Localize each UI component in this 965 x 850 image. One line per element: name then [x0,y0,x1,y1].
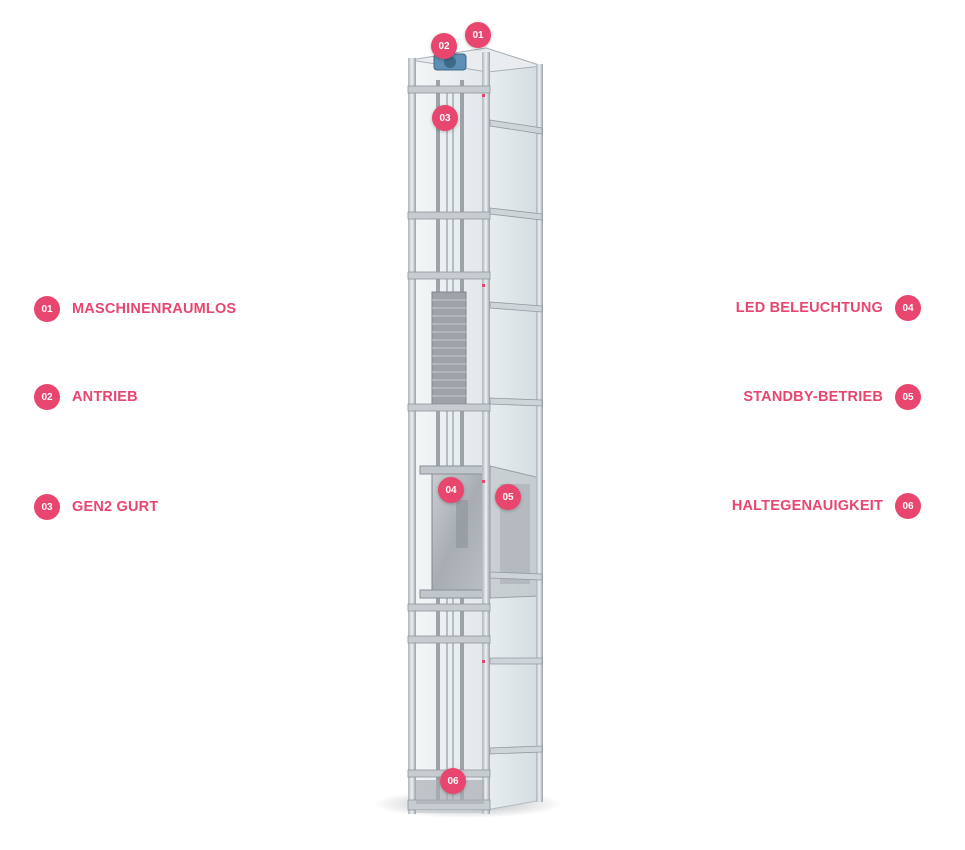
feature-badge: 01 [34,296,60,322]
floor-indicators [482,94,485,663]
feature-label: GEN2 GURT [72,499,159,515]
drive-sheave [444,56,456,68]
frame-post-front-right [482,52,490,814]
feature-item-gen2-gurt[interactable]: 03 GEN2 GURT [34,494,158,520]
hotspot-05[interactable]: 05 [495,484,521,510]
hotspot-06[interactable]: 06 [440,768,466,794]
feature-item-haltegenauigkeit[interactable]: 06 HALTEGENAUIGKEIT [732,493,921,519]
feature-badge: 04 [895,295,921,321]
guide-rail-left [436,80,440,800]
cab-control-panel [456,500,468,548]
shaft-side-panel [485,47,543,811]
feature-label: STANDBY-BETRIEB [743,389,883,405]
feature-badge: 06 [895,493,921,519]
counterweight-plates [432,299,466,397]
feature-badge: 02 [34,384,60,410]
feature-item-led-beleuchtung[interactable]: 04 LED BELEUCHTUNG [736,295,921,321]
hotspot-01[interactable]: 01 [465,22,491,48]
belt-line-2 [452,90,454,800]
feature-label: ANTRIEB [72,389,138,405]
cab-top-frame [419,465,491,475]
hotspot-02[interactable]: 02 [431,33,457,59]
belt-line-1 [446,90,448,800]
cab-bottom-frame [419,589,491,599]
feature-item-maschinenraumlos[interactable]: 01 MASCHINENRAUMLOS [34,296,236,322]
feature-label: HALTEGENAUIGKEIT [731,498,883,514]
feature-item-antrieb[interactable]: 02 ANTRIEB [34,384,138,410]
shaft-front-panel [409,59,489,813]
frame-rungs-side [489,119,543,755]
feature-label: LED BELEUCHTUNG [735,300,883,316]
feature-badge: 05 [895,384,921,410]
feature-item-standby-betrieb[interactable]: 05 STANDBY-BETRIEB [743,384,921,410]
frame-post-front-left [408,58,416,814]
feature-label: MASCHINENRAUMLOS [72,301,237,317]
feature-badge: 03 [34,494,60,520]
guide-rail-right [460,80,464,800]
hotspot-03[interactable]: 03 [432,105,458,131]
hotspot-04[interactable]: 04 [438,477,464,503]
frame-post-back-right [536,64,543,802]
